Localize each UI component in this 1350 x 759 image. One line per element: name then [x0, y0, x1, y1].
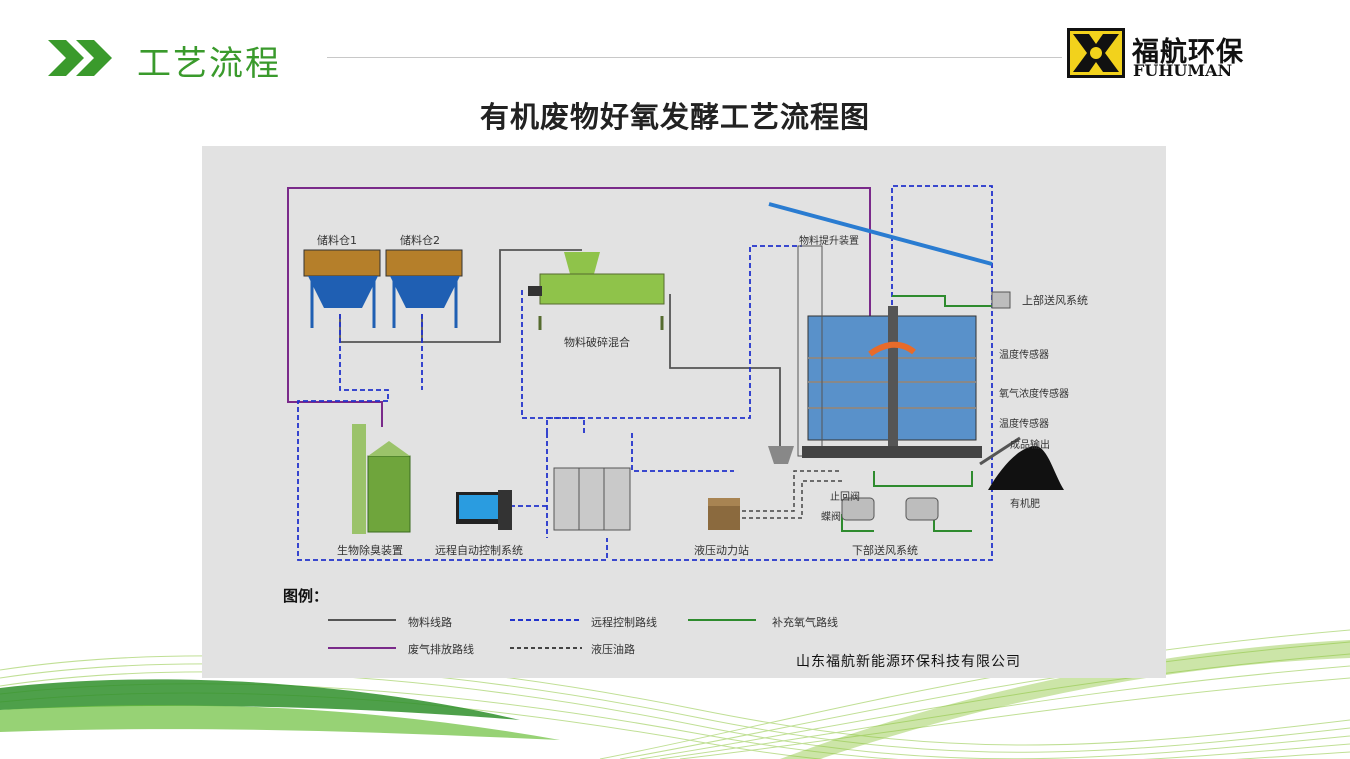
- diagram-lines: [287, 185, 1064, 561]
- brand-logo-icon: [1067, 28, 1125, 78]
- legend-remote-line: 远程控制路线: [591, 616, 657, 629]
- label-product-output: 成品输出: [1010, 440, 1050, 451]
- storage-bins: [303, 249, 463, 328]
- section-title: 工艺流程: [137, 44, 281, 84]
- computer-icon: [456, 490, 512, 530]
- label-storage-bin-2: 储料仓2: [400, 234, 440, 247]
- bio-deodorizer: [352, 424, 411, 534]
- process-diagram: 储料仓1 储料仓2 物料提升装置 上部送风系统 物料破碎混合 温度传感器 氧气浓…: [202, 146, 1166, 678]
- lower-blowers: [841, 497, 939, 521]
- hydraulic-station-icon: [708, 498, 740, 530]
- label-hydraulic-station: 液压动力站: [694, 544, 749, 557]
- legend-swatches: [328, 619, 756, 649]
- legend-exhaust-line: 废气排放路线: [408, 643, 474, 656]
- crusher-mixer: [528, 252, 665, 330]
- label-remote-control-system: 远程自动控制系统: [435, 544, 523, 557]
- legend-oxygen-line: 补充氧气路线: [772, 616, 838, 629]
- header-divider: [327, 57, 1062, 58]
- fermentation-tank: [768, 202, 993, 464]
- legend-title: 图例：: [283, 587, 329, 605]
- label-upper-air-system: 上部送风系统: [1022, 294, 1088, 307]
- control-cabinet: [553, 467, 631, 531]
- label-crusher-mixer: 物料破碎混合: [564, 336, 630, 349]
- label-organic-fertilizer: 有机肥: [1010, 499, 1040, 510]
- page-title: 有机废物好氧发酵工艺流程图: [479, 100, 870, 134]
- label-check-valve: 止回阀: [830, 492, 860, 503]
- label-temp-sensor-bottom: 温度传感器: [999, 419, 1049, 430]
- label-lower-air-system: 下部送风系统: [852, 544, 918, 557]
- brand-name-en: FUHUMAN: [1133, 61, 1233, 80]
- brand-name: 福航环保: [1132, 37, 1244, 68]
- legend-material-line: 物料线路: [408, 616, 452, 629]
- fertilizer-pile: [988, 446, 1064, 490]
- label-bio-deodorizer: 生物除臭装置: [337, 544, 403, 557]
- company-name: 山东福航新能源环保科技有限公司: [796, 654, 1021, 670]
- label-butterfly-valve: 蝶阀: [821, 512, 841, 523]
- label-temp-sensor-top: 温度传感器: [999, 350, 1049, 361]
- section-arrow-icon: [48, 40, 112, 76]
- label-storage-bin-1: 储料仓1: [317, 234, 357, 247]
- label-lift-device: 物料提升装置: [799, 236, 859, 247]
- legend-hydraulic-line: 液压油路: [591, 643, 635, 656]
- label-oxygen-sensor: 氧气浓度传感器: [999, 389, 1069, 400]
